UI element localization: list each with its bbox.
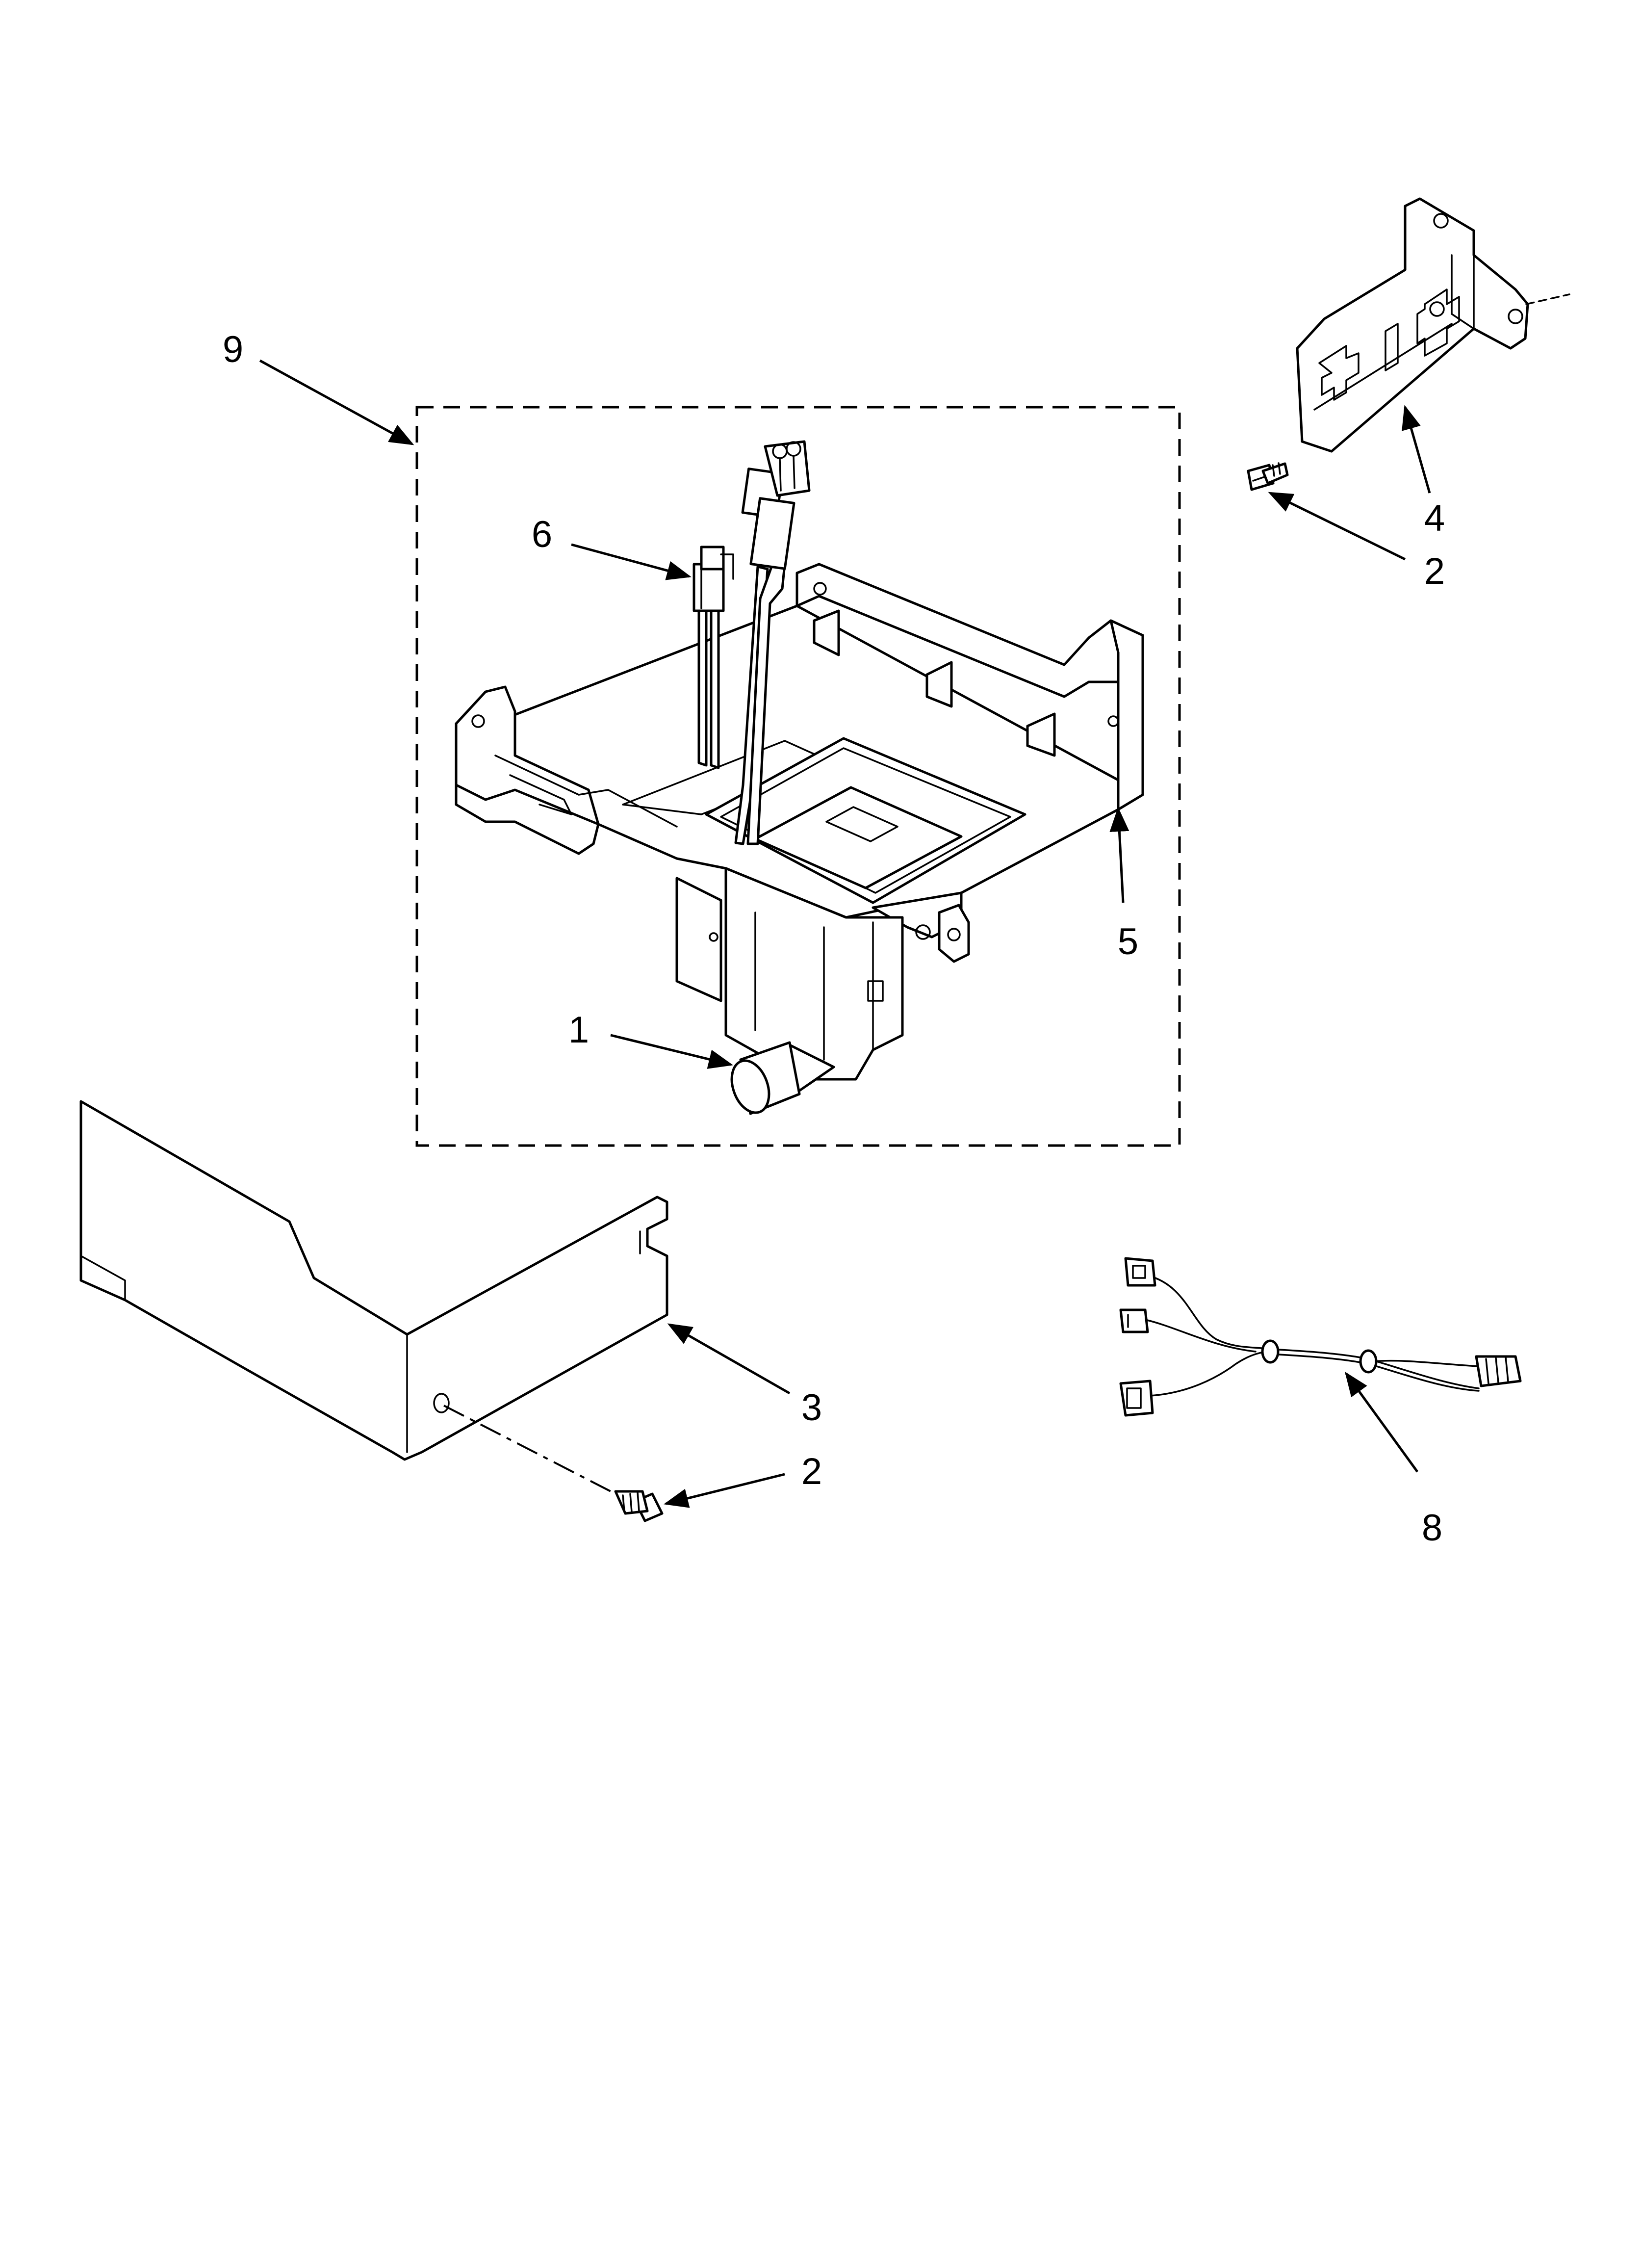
mounting-bracket bbox=[1296, 197, 1570, 453]
screw-upper bbox=[1247, 462, 1289, 491]
cover-panel bbox=[79, 1100, 668, 1461]
callout-5: 5 bbox=[1109, 807, 1138, 963]
callout-2-lower: 2 bbox=[664, 1451, 822, 1508]
callout-2-lower-label: 2 bbox=[801, 1451, 822, 1492]
assembly-boundary bbox=[415, 406, 1181, 1147]
pump-motor bbox=[675, 867, 904, 1115]
callout-3-label: 3 bbox=[801, 1387, 822, 1429]
callout-1: 1 bbox=[568, 1009, 733, 1069]
callout-3: 3 bbox=[667, 1323, 822, 1429]
callout-5-label: 5 bbox=[1118, 921, 1138, 963]
wire-harness bbox=[1119, 1257, 1522, 1417]
callout-6-label: 6 bbox=[532, 514, 552, 555]
screw-lower bbox=[614, 1490, 664, 1522]
callout-9-label: 9 bbox=[223, 329, 243, 370]
callout-1-label: 1 bbox=[568, 1009, 589, 1051]
callout-4: 4 bbox=[1402, 405, 1445, 539]
drain-tray bbox=[455, 563, 1144, 963]
callout-2-upper-label: 2 bbox=[1424, 550, 1445, 592]
callout-8: 8 bbox=[1345, 1371, 1442, 1549]
callout-6: 6 bbox=[532, 514, 692, 580]
callout-8-label: 8 bbox=[1422, 1507, 1442, 1549]
screw-axis-line bbox=[443, 1405, 616, 1495]
callout-2-upper: 2 bbox=[1268, 492, 1445, 592]
callout-9: 9 bbox=[223, 329, 414, 445]
pump-harness bbox=[693, 440, 811, 845]
callout-4-label: 4 bbox=[1424, 497, 1445, 539]
